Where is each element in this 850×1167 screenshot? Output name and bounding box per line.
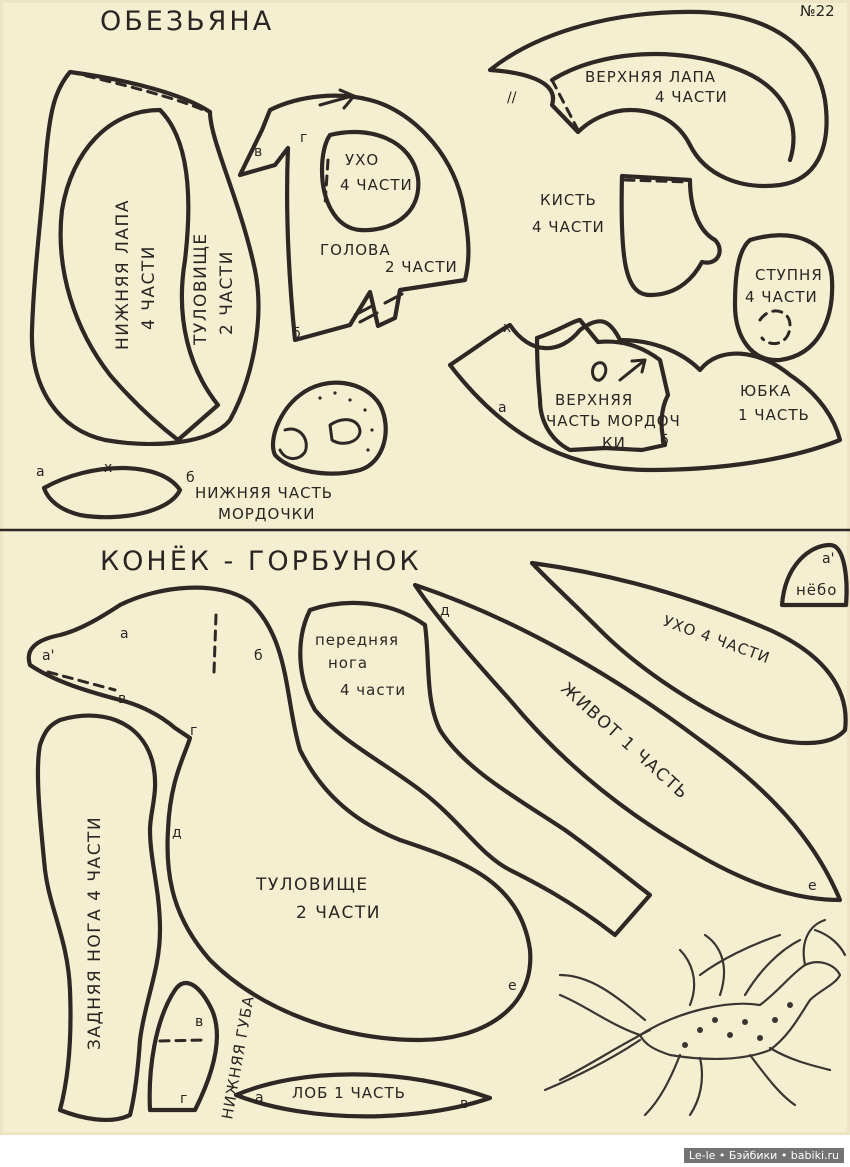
horse-hind-leg-piece: ЗАДНЯЯ НОГА 4 ЧАСТИ bbox=[35, 713, 163, 1123]
monkey-foot-label-1: СТУПНЯ bbox=[755, 266, 823, 284]
monkey-skirt-piece: ВЕРХНЯЯ ЧАСТЬ МОРДОЧ КИ ЮБКА 1 ЧАСТЬ а б… bbox=[447, 317, 843, 473]
mark-b-head: б bbox=[292, 326, 301, 342]
mark-v-lip: в bbox=[195, 1014, 203, 1030]
mark-v-head: в bbox=[254, 144, 262, 160]
horse-front-leg-label-2: нога bbox=[328, 654, 368, 672]
mark-g-head: г bbox=[300, 130, 307, 146]
page-number: №22 bbox=[800, 2, 835, 20]
monkey-face-sketch bbox=[270, 380, 388, 476]
mark-a-horse-torso: а bbox=[120, 626, 129, 642]
monkey-lower-paw-label-1: НИЖНЯЯ ЛАПА bbox=[113, 199, 133, 350]
monkey-lower-paw-label-2: 4 ЧАСТИ bbox=[139, 245, 159, 330]
horse-forehead-label: ЛОБ 1 ЧАСТЬ bbox=[292, 1084, 406, 1102]
monkey-lower-muzzle-label-2: МОРДОЧКИ bbox=[218, 505, 315, 523]
mark-a-forehead: а bbox=[255, 1090, 264, 1106]
monkey-ear-label-1: УХО bbox=[345, 151, 379, 169]
mark-slash-upper-paw: // bbox=[507, 90, 517, 106]
horse-torso-piece: а а' в б г д е ТУЛОВИЩЕ 2 ЧАСТИ bbox=[26, 585, 533, 1043]
horse-hind-leg-label: ЗАДНЯЯ НОГА 4 ЧАСТИ bbox=[85, 816, 105, 1050]
monkey-hand-piece: КИСТЬ 4 ЧАСТИ bbox=[532, 173, 722, 298]
monkey-hand-label-2: 4 ЧАСТИ bbox=[532, 218, 605, 236]
horse-torso-label-2: 2 ЧАСТИ bbox=[296, 903, 381, 923]
monkey-title: ОБЕЗЬЯНА bbox=[100, 6, 274, 37]
mark-b-horse-torso: б bbox=[254, 648, 263, 664]
mark-x-muzzle: x bbox=[104, 460, 112, 476]
monkey-head-piece: УХО 4 ЧАСТИ ГОЛОВА 2 ЧАСТИ в г б bbox=[237, 88, 471, 343]
mark-e-horse-torso: е bbox=[508, 978, 517, 994]
paper-background bbox=[0, 0, 850, 1135]
horse-front-leg-label-1: передняя bbox=[315, 631, 399, 649]
mark-d-horse-torso: д bbox=[172, 825, 182, 841]
monkey-lower-muzzle-piece: а б x НИЖНЯЯ ЧАСТЬ МОРДОЧКИ bbox=[36, 460, 333, 523]
mark-b-skirt: б bbox=[660, 433, 669, 449]
monkey-upper-paw-label-2: 4 ЧАСТИ bbox=[655, 88, 728, 106]
monkey-upper-paw-piece: ВЕРХНЯЯ ЛАПА 4 ЧАСТИ // bbox=[487, 9, 829, 188]
horse-forehead-piece: а в ЛОБ 1 ЧАСТЬ bbox=[233, 1072, 493, 1119]
monkey-ear-label-2: 4 ЧАСТИ bbox=[340, 176, 413, 194]
horse-front-leg-piece: передняя нога 4 части bbox=[298, 600, 653, 938]
monkey-foot-piece: СТУПНЯ 4 ЧАСТИ bbox=[732, 233, 835, 363]
mark-d-belly: д bbox=[440, 603, 450, 619]
monkey-skirt-label-1: ЮБКА bbox=[740, 382, 791, 400]
mark-a-muzzle: а bbox=[36, 464, 45, 480]
horse-palate-piece: а' нёбо bbox=[779, 542, 849, 608]
monkey-torso-label-1: ТУЛОВИЩЕ bbox=[191, 232, 211, 346]
monkey-head-label-2: 2 ЧАСТИ bbox=[385, 258, 458, 276]
mark-b-muzzle: б bbox=[186, 470, 195, 486]
mark-a-skirt: а bbox=[498, 400, 507, 416]
pattern-sheet: ОБЕЗЬЯНА №22 НИЖНЯЯ ЛАПА 4 ЧАСТИ ТУЛОВИЩ… bbox=[0, 0, 850, 1135]
monkey-section: ОБЕЗЬЯНА №22 НИЖНЯЯ ЛАПА 4 ЧАСТИ ТУЛОВИЩ… bbox=[29, 2, 843, 523]
monkey-lower-muzzle-label-1: НИЖНЯЯ ЧАСТЬ bbox=[195, 484, 333, 502]
mark-x-skirt: x bbox=[503, 320, 511, 336]
monkey-skirt-label-2: 1 ЧАСТЬ bbox=[738, 406, 810, 424]
monkey-muzzle-top-label-3: КИ bbox=[602, 434, 626, 452]
horse-torso-label-1: ТУЛОВИЩЕ bbox=[255, 875, 369, 895]
mark-g-lip: г bbox=[180, 1091, 187, 1107]
monkey-head-label-1: ГОЛОВА bbox=[320, 241, 391, 259]
monkey-muzzle-top-label-1: ВЕРХНЯЯ bbox=[555, 391, 633, 409]
horse-palate-label: нёбо bbox=[796, 581, 837, 599]
horse-drawing-sketch bbox=[543, 918, 847, 1117]
mark-palate-a: а' bbox=[822, 551, 834, 567]
monkey-hand-label-1: КИСТЬ bbox=[540, 191, 597, 209]
site-watermark: Le-le • Бэйбики • babiki.ru bbox=[683, 1148, 844, 1163]
monkey-upper-paw-label-1: ВЕРХНЯЯ ЛАПА bbox=[585, 68, 716, 86]
mark-e-belly: е bbox=[808, 878, 817, 894]
mark-g-horse-torso: г bbox=[190, 723, 197, 739]
monkey-torso-label-2: 2 ЧАСТИ bbox=[217, 250, 237, 335]
monkey-muzzle-top-label-2: ЧАСТЬ МОРДОЧ bbox=[546, 412, 681, 430]
monkey-torso-piece: НИЖНЯЯ ЛАПА 4 ЧАСТИ ТУЛОВИЩЕ 2 ЧАСТИ bbox=[29, 69, 261, 447]
mark-a-prime-horse: а' bbox=[42, 648, 54, 664]
mark-v-horse-torso: в bbox=[118, 691, 126, 707]
horse-title: КОНЁК - ГОРБУНОК bbox=[100, 545, 422, 577]
monkey-foot-label-2: 4 ЧАСТИ bbox=[745, 288, 818, 306]
mark-v-forehead: в bbox=[460, 1096, 468, 1112]
horse-front-leg-label-3: 4 части bbox=[340, 681, 406, 699]
